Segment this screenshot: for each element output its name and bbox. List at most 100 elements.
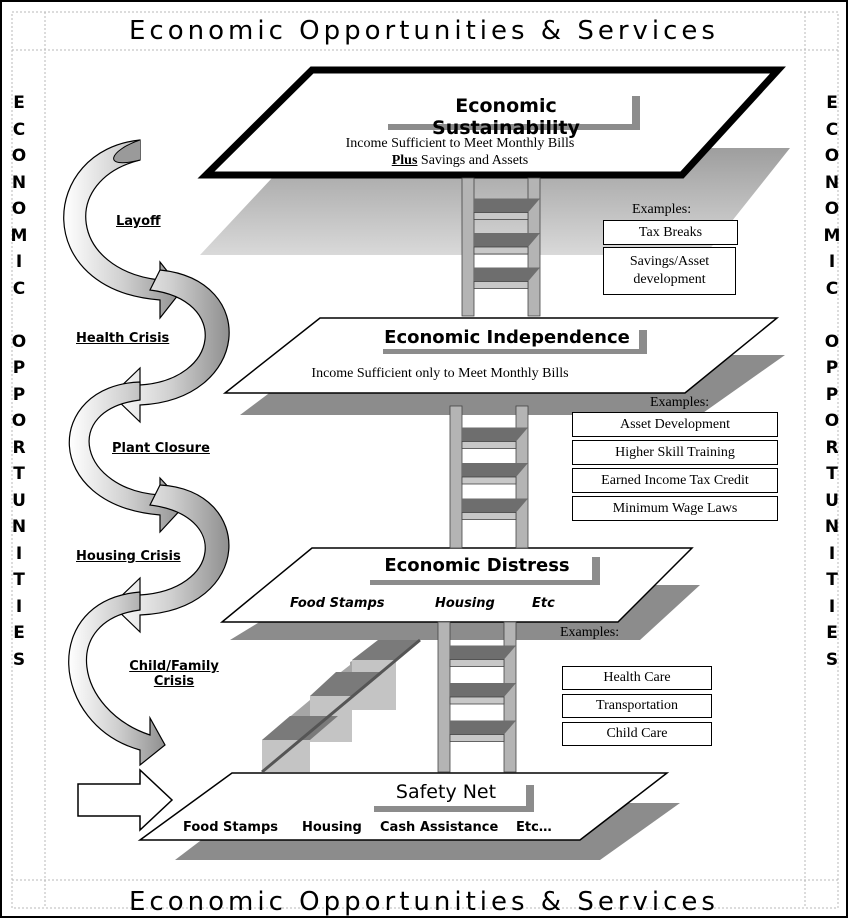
ladder-rail	[515, 405, 529, 549]
ladder-rail	[503, 621, 517, 773]
ladder-rung-front	[461, 441, 517, 449]
example-tax-breaks: Tax Breaks	[603, 220, 738, 245]
ladder-rung-front	[461, 512, 517, 520]
side-letter: O	[11, 411, 27, 431]
side-letter: C	[825, 278, 839, 299]
ladder-rung	[462, 498, 528, 513]
side-letter: I	[828, 596, 836, 617]
ladder-rung-front	[449, 734, 505, 742]
side-letter: O	[824, 199, 840, 219]
title-boxes	[362, 90, 639, 806]
side-letter: T	[13, 464, 25, 484]
side-letter: E	[826, 623, 838, 643]
ladder-rung-front	[473, 212, 529, 220]
side-letter: I	[15, 596, 23, 617]
bottom-banner: Economic Opportunities & Services	[129, 887, 719, 917]
crisis-child-family-line2: Crisis	[153, 674, 195, 689]
side-letter: P	[12, 358, 26, 378]
side-letter: I	[15, 543, 23, 564]
sustainability-plus: Plus	[391, 153, 418, 168]
ladder-rung-front	[473, 246, 529, 255]
crisis-child-family-line1: Child/Family	[129, 659, 219, 674]
distress-item-1: Food Stamps	[290, 596, 385, 611]
example-item: Higher Skill Training	[572, 440, 778, 465]
side-letter: R	[12, 437, 26, 458]
ladder-rail	[449, 405, 463, 549]
ladder-rung-front	[461, 476, 517, 485]
sustainability-line2-rest: Savings and Assets	[417, 153, 529, 168]
side-letter: N	[824, 172, 840, 193]
example-item: Child Care	[562, 722, 712, 746]
ladder-rung	[450, 683, 516, 697]
side-letter: E	[13, 623, 25, 643]
safety-net-title: Safety Net	[395, 781, 497, 803]
side-letter: I	[828, 543, 836, 564]
side-letter: C	[825, 119, 839, 140]
sustainability-description: Income Sufficient to Meet Monthly Bills …	[290, 135, 630, 169]
example-item: Asset Development	[572, 412, 778, 437]
ladder-rung	[474, 198, 540, 213]
ladder-rung	[450, 645, 516, 660]
crisis-layoff: Layoff	[116, 214, 161, 229]
independence-title: Economic Independence	[384, 327, 630, 348]
example-item: Transportation	[562, 694, 712, 718]
distress-item-3: Etc	[532, 596, 555, 611]
side-letter: P	[825, 358, 839, 378]
side-letter: O	[824, 146, 840, 166]
ladder-rung	[450, 720, 516, 735]
top-banner: Economic Opportunities & Services	[129, 16, 719, 46]
side-letter: I	[828, 252, 836, 272]
side-letter: C	[12, 119, 26, 140]
ladder-rung-front	[473, 281, 529, 289]
side-letter: O	[11, 331, 27, 352]
safety-net-item-2: Housing	[302, 820, 362, 835]
side-letter: T	[13, 570, 25, 590]
side-letter: N	[11, 172, 27, 193]
crisis-plant-closure: Plant Closure	[112, 441, 210, 456]
crisis-arrows	[63, 139, 230, 767]
side-letter: U	[825, 490, 839, 511]
sustainability-line2: Plus Savings and Assets	[290, 152, 630, 169]
entry-arrow	[77, 768, 174, 832]
crisis-health: Health Crisis	[76, 331, 170, 346]
side-letter: M	[10, 225, 28, 246]
ladder-rung	[474, 233, 540, 247]
side-letter: N	[11, 517, 27, 537]
side-letter: M	[823, 225, 841, 246]
side-letter: R	[825, 437, 839, 458]
sustainability-title: Economic Sustainability	[432, 95, 580, 139]
example-savings-asset: Savings/Asset development	[603, 247, 736, 295]
ladder-rung-front	[449, 659, 505, 667]
side-letter: P	[12, 384, 26, 405]
ladder-rung-front	[449, 696, 505, 705]
side-letter: O	[824, 411, 840, 431]
side-letter: E	[13, 93, 25, 113]
ladder-rung	[474, 267, 540, 282]
independence-description: Income Sufficient only to Meet Monthly B…	[311, 366, 569, 381]
ladders	[437, 177, 541, 773]
examples-bottom-label: Examples:	[560, 625, 620, 640]
side-letter: T	[826, 570, 838, 590]
example-item: Health Care	[562, 666, 712, 690]
ladder-rail	[461, 177, 475, 317]
side-letter: E	[826, 93, 838, 113]
examples-top-label: Examples:	[632, 202, 692, 217]
side-letter: U	[12, 490, 26, 511]
safety-net-item-3: Cash Assistance	[380, 820, 499, 835]
staircase	[261, 638, 421, 774]
side-letter: C	[12, 278, 26, 299]
crisis-housing: Housing Crisis	[76, 549, 181, 564]
side-letter: O	[11, 199, 27, 219]
side-letter: S	[12, 649, 26, 670]
example-item: Minimum Wage Laws	[572, 496, 778, 521]
safety-net-item-1: Food Stamps	[183, 820, 278, 835]
side-letter: I	[15, 252, 23, 272]
ladder-rail	[437, 621, 451, 773]
side-letter: S	[825, 649, 839, 670]
examples-middle-label: Examples:	[650, 395, 710, 410]
example-item: Earned Income Tax Credit	[572, 468, 778, 493]
